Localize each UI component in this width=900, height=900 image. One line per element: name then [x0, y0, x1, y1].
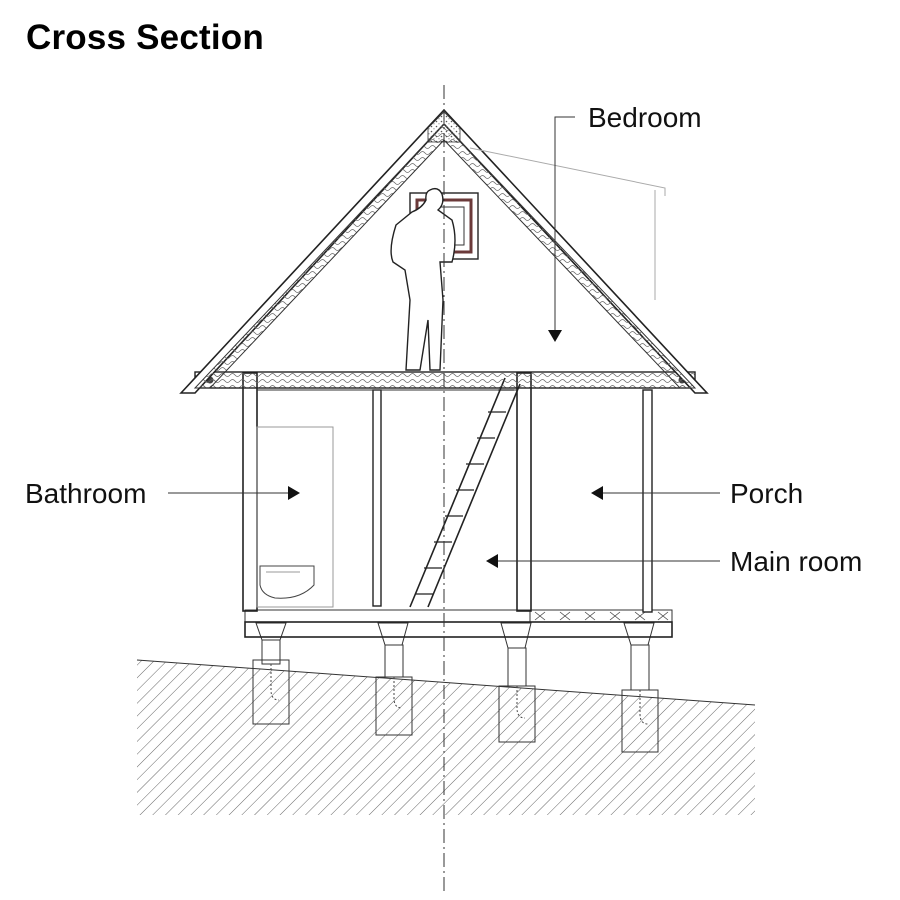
porch-arrow-icon	[591, 486, 603, 500]
toilet-icon	[259, 565, 315, 599]
bathroom-fixtures	[256, 426, 334, 608]
label-bathroom: Bathroom	[25, 478, 146, 509]
leader-lines	[168, 116, 720, 568]
ladder	[409, 377, 521, 608]
diagram-title: Cross Section	[26, 18, 264, 57]
foundation-piers	[252, 622, 659, 753]
loft-floor	[194, 371, 696, 389]
walls	[242, 372, 653, 613]
main-room-arrow-icon	[486, 554, 498, 568]
label-porch: Porch	[730, 478, 803, 509]
bathroom-arrow-icon	[288, 486, 300, 500]
bedroom-arrow-icon	[548, 330, 562, 342]
label-bedroom: Bedroom	[588, 102, 702, 133]
label-main-room: Main room	[730, 546, 862, 577]
floor-structure	[244, 609, 673, 638]
person-silhouette	[390, 187, 456, 371]
ground-hatch	[136, 659, 756, 815]
